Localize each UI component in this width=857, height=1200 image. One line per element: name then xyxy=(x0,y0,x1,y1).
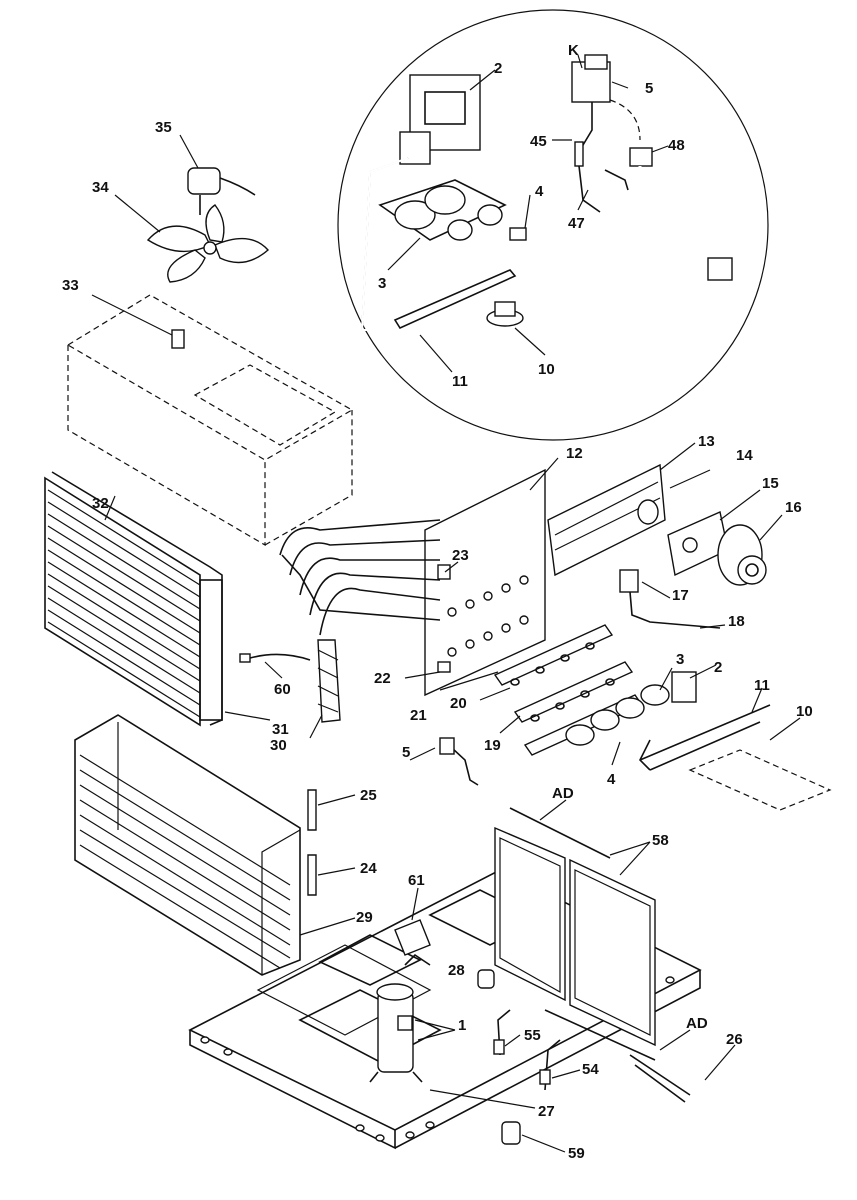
label-25: 25 xyxy=(360,787,377,804)
filter-drier xyxy=(501,1121,521,1145)
label-23: 23 xyxy=(452,547,469,564)
inducer-assembly xyxy=(547,463,666,577)
label-5-top: 5 xyxy=(645,80,653,97)
label-5-mid: 5 xyxy=(402,744,410,761)
bracket-24 xyxy=(307,854,317,896)
label-47: 47 xyxy=(568,215,585,232)
label-31: 31 xyxy=(272,721,289,738)
label-17: 17 xyxy=(672,587,689,604)
label-32: 32 xyxy=(92,495,109,512)
part-labels: 2 5 K 45 48 4 47 3 10 11 35 34 33 32 12 … xyxy=(62,42,813,1162)
label-20: 20 xyxy=(450,695,467,712)
label-27: 27 xyxy=(538,1103,555,1120)
manifold-bracket-detail xyxy=(393,269,517,330)
rollout-switch xyxy=(437,564,451,580)
label-ad-bottom: AD xyxy=(686,1015,708,1032)
label-18: 18 xyxy=(728,613,745,630)
service-valve-54 xyxy=(539,1039,561,1091)
thermocouple-detail xyxy=(574,141,629,213)
pilot-assembly-detail xyxy=(629,147,733,281)
label-2-mid: 2 xyxy=(714,659,722,676)
label-4-top: 4 xyxy=(535,183,544,200)
air-filter-right xyxy=(569,858,656,1047)
burner-tubes-detail xyxy=(378,179,507,241)
label-11-top: 11 xyxy=(452,373,468,390)
base-pan xyxy=(188,869,702,1150)
label-10-top: 10 xyxy=(538,361,555,378)
condenser-coil xyxy=(44,471,223,727)
label-10-mid: 10 xyxy=(796,703,813,720)
label-29: 29 xyxy=(356,909,373,926)
air-filter-left xyxy=(494,826,566,1002)
label-11-mid: 11 xyxy=(754,677,770,694)
label-33: 33 xyxy=(62,277,79,294)
label-54: 54 xyxy=(582,1061,599,1078)
pressure-switch xyxy=(619,569,721,629)
label-35: 35 xyxy=(155,119,172,136)
label-1: 1 xyxy=(458,1017,466,1034)
label-28: 28 xyxy=(448,962,465,979)
label-34: 34 xyxy=(92,179,109,196)
label-3-top: 3 xyxy=(378,275,386,292)
capacitor xyxy=(477,969,495,989)
inducer-motor xyxy=(717,524,767,586)
condenser-fan xyxy=(146,195,269,283)
sensor-wire xyxy=(239,653,311,663)
label-14: 14 xyxy=(736,447,753,464)
label-2-top: 2 xyxy=(494,60,502,77)
burner-manifold xyxy=(493,624,771,771)
inducer-gasket xyxy=(667,511,729,577)
label-55: 55 xyxy=(524,1027,541,1044)
label-13: 13 xyxy=(698,433,715,450)
label-60: 60 xyxy=(274,681,291,698)
label-12: 12 xyxy=(566,445,583,462)
rail-26 xyxy=(629,1054,691,1103)
ignitor-detail xyxy=(571,54,641,151)
limit-switch-detail xyxy=(486,301,524,327)
defrost-control xyxy=(317,639,341,723)
top-panel xyxy=(66,294,354,547)
label-26: 26 xyxy=(726,1031,743,1048)
contactor xyxy=(394,919,431,966)
service-valve-55 xyxy=(493,1009,511,1056)
compressor xyxy=(369,983,423,1083)
heat-exchanger xyxy=(279,468,546,697)
label-24: 24 xyxy=(360,860,377,877)
label-21: 21 xyxy=(410,707,427,724)
label-k: K xyxy=(568,42,579,59)
label-4-mid: 4 xyxy=(607,771,616,788)
label-59: 59 xyxy=(568,1145,585,1162)
label-48: 48 xyxy=(668,137,685,154)
label-45: 45 xyxy=(530,133,547,150)
label-30: 30 xyxy=(270,737,287,754)
label-16: 16 xyxy=(785,499,802,516)
gas-valve-lower xyxy=(439,737,479,786)
gas-valve-detail xyxy=(360,74,481,331)
bracket-25 xyxy=(307,789,317,831)
label-58: 58 xyxy=(652,832,669,849)
label-ad-top: AD xyxy=(552,785,574,802)
label-15: 15 xyxy=(762,475,779,492)
detail-inset xyxy=(337,9,769,441)
label-61: 61 xyxy=(408,872,425,889)
orifice-detail xyxy=(509,227,527,241)
fan-motor xyxy=(187,167,256,196)
outdoor-coil xyxy=(74,714,301,976)
label-19: 19 xyxy=(484,737,501,754)
label-22: 22 xyxy=(374,670,391,687)
label-3-mid: 3 xyxy=(676,651,684,668)
